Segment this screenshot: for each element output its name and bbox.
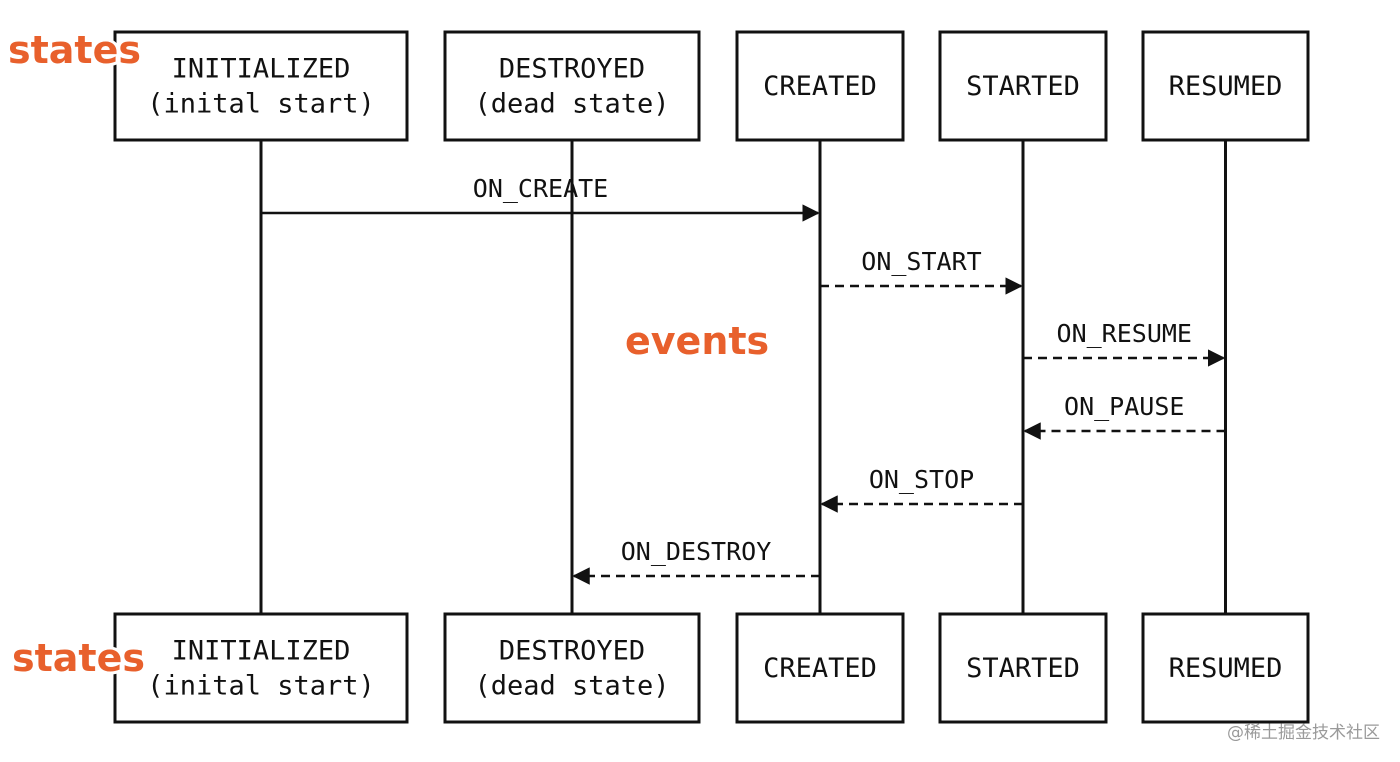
participant-label: STARTED	[966, 653, 1080, 684]
participant-frame	[938, 30, 1108, 142]
message-label: ON_DESTROY	[621, 537, 772, 566]
participant-box-top: CREATED	[735, 30, 905, 142]
participant-frame	[735, 30, 905, 142]
participant-frame	[1141, 30, 1310, 142]
participant-frame	[443, 612, 701, 724]
message-label: ON_CREATE	[473, 174, 608, 203]
participant-label: INITIALIZED	[172, 54, 351, 85]
message: ON_STOP	[820, 465, 1023, 513]
participant-box-bottom: STARTED	[938, 612, 1108, 724]
message: ON_PAUSE	[1023, 392, 1226, 440]
participant-label: (dead state)	[474, 671, 669, 702]
participant-box-top: STARTED	[938, 30, 1108, 142]
participant-frame	[1141, 612, 1310, 724]
message-label: ON_PAUSE	[1064, 392, 1184, 421]
message-label: ON_RESUME	[1057, 319, 1192, 348]
participant-label: RESUMED	[1169, 71, 1283, 102]
participant-frame	[113, 612, 409, 724]
participant-box-top: RESUMED	[1141, 30, 1310, 142]
participant-label: (inital start)	[147, 89, 375, 120]
participant-frame	[938, 612, 1108, 724]
participant-box-bottom: DESTROYED (dead state)	[443, 612, 701, 724]
participant-label: CREATED	[763, 71, 877, 102]
participant-box-top: INITIALIZED (inital start)	[113, 30, 409, 142]
participant-label: (inital start)	[147, 671, 375, 702]
events-annotation: events	[625, 319, 769, 363]
participant-label: (dead state)	[474, 89, 669, 120]
states-annotation-bottom: states	[12, 636, 145, 680]
message-label: ON_START	[861, 247, 981, 276]
participant-box-bottom: INITIALIZED (inital start)	[113, 612, 409, 724]
participant-label: STARTED	[966, 71, 1080, 102]
participant-label: RESUMED	[1169, 653, 1283, 684]
participant-box-bottom: RESUMED	[1141, 612, 1310, 724]
participant-frame	[113, 30, 409, 142]
participant-label: DESTROYED	[499, 54, 645, 85]
watermark: @稀土掘金技术社区	[1227, 723, 1380, 743]
message: ON_DESTROY	[572, 537, 820, 585]
participant-label: INITIALIZED	[172, 636, 351, 667]
message: ON_START	[820, 247, 1023, 295]
participant-box-bottom: CREATED	[735, 612, 905, 724]
message: ON_RESUME	[1023, 319, 1226, 367]
message-label: ON_STOP	[869, 465, 974, 494]
participant-label: CREATED	[763, 653, 877, 684]
participant-frame	[443, 30, 701, 142]
participant-frame	[735, 612, 905, 724]
participant-box-top: DESTROYED (dead state)	[443, 30, 701, 142]
message: ON_CREATE	[261, 174, 820, 222]
participant-label: DESTROYED	[499, 636, 645, 667]
states-annotation-top: states	[8, 28, 141, 72]
